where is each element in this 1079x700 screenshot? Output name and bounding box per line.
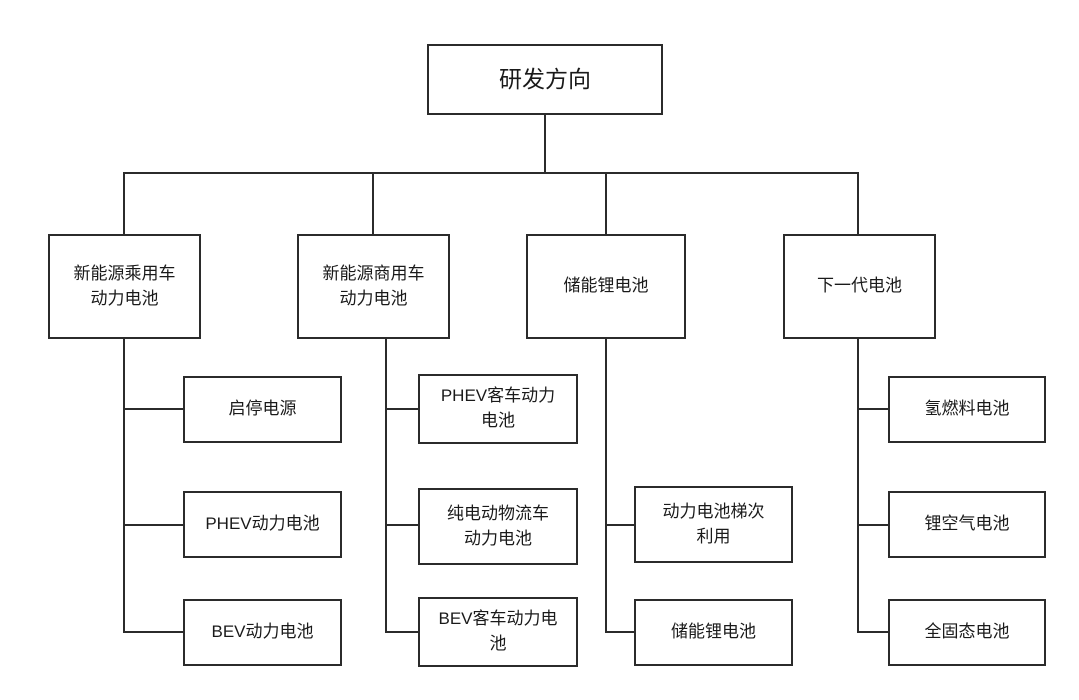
- connector-branch-1-stub-3: [123, 631, 184, 633]
- node-branch-3-label: 储能锂电池: [563, 276, 649, 296]
- connector-bus-to-branch-3: [605, 172, 607, 235]
- node-root-label: 研发方向: [499, 65, 591, 92]
- node-branch-1-child-1[interactable]: 启停电源: [183, 376, 342, 443]
- node-branch-2-child-2-label: 纯电动物流车 动力电池: [447, 503, 549, 548]
- connector-branch-1-stub-1: [123, 408, 184, 410]
- node-branch-3-child-2[interactable]: 储能锂电池: [634, 599, 793, 666]
- node-branch-2-child-2[interactable]: 纯电动物流车 动力电池: [418, 488, 578, 565]
- node-branch-1-label: 新能源乘用车 动力电池: [73, 263, 176, 308]
- connector-branch-1-stub-2: [123, 524, 184, 526]
- connector-branch-2-stub-2: [385, 524, 419, 526]
- node-branch-1-child-3[interactable]: BEV动力电池: [183, 599, 342, 666]
- connector-branch-3-spine: [605, 338, 607, 633]
- connector-branch-2-stub-1: [385, 408, 419, 410]
- connector-level2-bus: [123, 172, 859, 174]
- node-branch-4-child-1[interactable]: 氢燃料电池: [888, 376, 1046, 443]
- node-branch-2-label: 新能源商用车 动力电池: [322, 263, 425, 308]
- node-branch-4-child-2-label: 锂空气电池: [924, 514, 1010, 534]
- connector-bus-to-branch-4: [857, 172, 859, 235]
- node-branch-4-child-1-label: 氢燃料电池: [924, 399, 1010, 419]
- node-branch-4-child-3-label: 全固态电池: [924, 622, 1010, 642]
- node-branch-2-child-1[interactable]: PHEV客车动力 电池: [418, 374, 578, 444]
- connector-branch-4-stub-3: [857, 631, 889, 633]
- node-branch-2[interactable]: 新能源商用车 动力电池: [297, 234, 450, 339]
- node-branch-3-child-1-label: 动力电池梯次 利用: [662, 501, 765, 546]
- connector-branch-4-stub-2: [857, 524, 889, 526]
- node-branch-1[interactable]: 新能源乘用车 动力电池: [48, 234, 201, 339]
- node-branch-2-child-3[interactable]: BEV客车动力电 池: [418, 597, 578, 667]
- node-branch-1-child-1-label: 启停电源: [228, 399, 297, 419]
- node-branch-3[interactable]: 储能锂电池: [526, 234, 686, 339]
- node-branch-4[interactable]: 下一代电池: [783, 234, 936, 339]
- node-branch-2-child-1-label: PHEV客车动力 电池: [440, 386, 556, 430]
- node-root[interactable]: 研发方向: [427, 44, 663, 115]
- connector-branch-2-stub-3: [385, 631, 419, 633]
- node-branch-1-child-3-label: BEV动力电池: [211, 622, 314, 642]
- connector-branch-3-stub-1: [605, 524, 635, 526]
- node-branch-2-child-3-label: BEV客车动力电 池: [438, 609, 558, 653]
- node-branch-4-label: 下一代电池: [817, 276, 902, 296]
- connector-bus-to-branch-2: [372, 172, 374, 235]
- connector-branch-4-stub-1: [857, 408, 889, 410]
- node-branch-1-child-2[interactable]: PHEV动力电池: [183, 491, 342, 558]
- connector-branch-4-spine: [857, 338, 859, 633]
- connector-branch-1-spine: [123, 338, 125, 633]
- connector-branch-3-stub-2: [605, 631, 635, 633]
- node-branch-4-child-2[interactable]: 锂空气电池: [888, 491, 1046, 558]
- node-branch-3-child-1[interactable]: 动力电池梯次 利用: [634, 486, 793, 563]
- connector-bus-to-branch-1: [123, 172, 125, 235]
- node-branch-4-child-3[interactable]: 全固态电池: [888, 599, 1046, 666]
- node-branch-3-child-2-label: 储能锂电池: [671, 622, 756, 642]
- node-branch-1-child-2-label: PHEV动力电池: [205, 514, 320, 534]
- connector-branch-2-spine: [385, 338, 387, 633]
- connector-root-stem: [544, 114, 546, 174]
